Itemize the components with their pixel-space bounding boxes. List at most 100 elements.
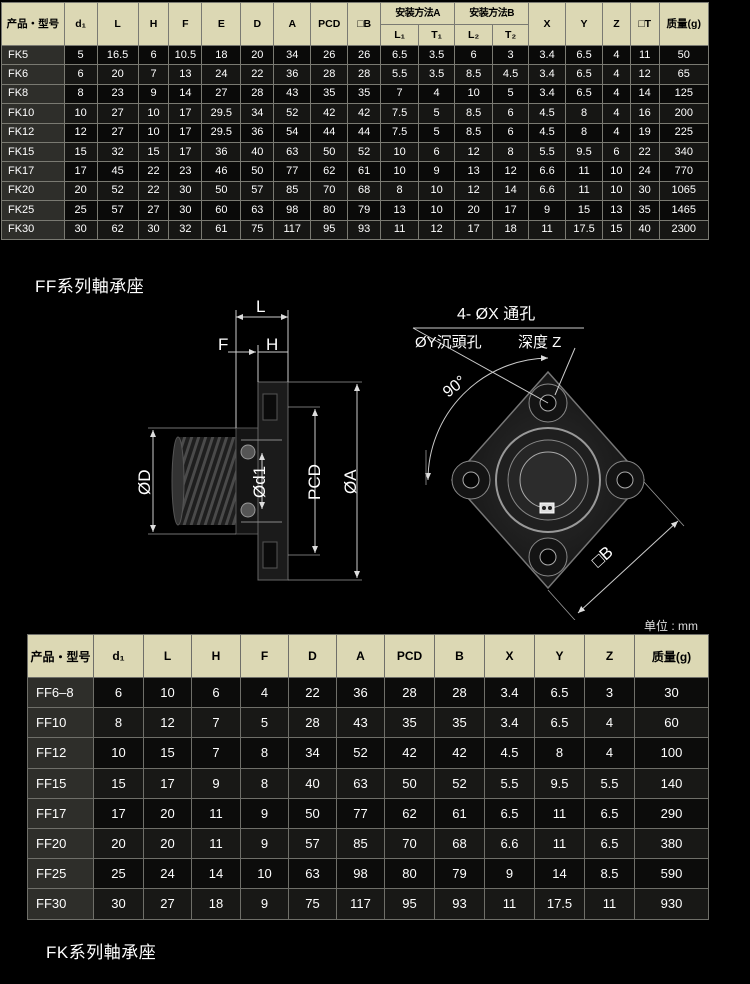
fk-value-cell: 22 <box>137 180 170 202</box>
ff-value-cell: 12 <box>143 707 192 739</box>
fk-value-cell: 10 <box>380 141 420 163</box>
ff-value-cell: 30 <box>93 888 144 920</box>
dim-label-l: L <box>256 297 265 316</box>
ff-value-cell: 17.5 <box>534 888 585 920</box>
ff-value-cell: 11 <box>191 797 241 829</box>
ff-value-cell: 8 <box>93 707 144 739</box>
fk-value-cell: 80 <box>310 200 349 221</box>
ff-header-cell: Y <box>534 634 585 678</box>
fk-value-cell: 52 <box>273 103 312 124</box>
ff-value-cell: 63 <box>288 858 337 890</box>
fk-value-cell: 125 <box>658 83 710 105</box>
fk-value-cell: 98 <box>273 200 312 221</box>
fk-value-cell: 8.5 <box>454 64 494 85</box>
ff-value-cell: 17 <box>143 767 192 799</box>
ff-model-cell: FF12 <box>27 737 94 769</box>
ff-value-cell: 95 <box>384 888 435 920</box>
fk-model-cell: FK6 <box>1 64 65 85</box>
fk-value-cell: 34 <box>273 44 312 66</box>
fk-value-cell: 20 <box>240 44 275 66</box>
fk-value-cell: 6.5 <box>565 44 604 66</box>
ff-value-cell: 9 <box>240 888 289 920</box>
ff-value-cell: 75 <box>288 888 337 920</box>
fk-value-cell: 1065 <box>658 180 710 202</box>
fk-value-cell: 3.4 <box>528 83 567 105</box>
fk-value-cell: 63 <box>240 200 275 221</box>
ff-model-cell: FF20 <box>27 827 94 860</box>
fk-value-cell: 20 <box>96 64 139 85</box>
ff-value-cell: 11 <box>534 827 585 860</box>
fk-value-cell: 8 <box>565 103 604 124</box>
fk-value-cell: 15 <box>565 200 604 221</box>
ff-value-cell: 6.6 <box>484 827 535 860</box>
fk-value-cell: 93 <box>347 219 382 240</box>
ff-header-cell: F <box>240 634 289 678</box>
ff-value-cell: 11 <box>484 888 535 920</box>
fk-header-z: Z <box>602 2 631 46</box>
shaft-end <box>171 436 185 526</box>
bearing-ball-top <box>240 444 256 460</box>
ff-header-cell: d₁ <box>93 634 144 678</box>
ff-value-cell: 17 <box>93 797 144 829</box>
fk-value-cell: 15 <box>602 219 631 240</box>
fk-value-cell: 5.5 <box>380 64 420 85</box>
fk-value-cell: 62 <box>310 161 349 182</box>
ff-value-cell: 3.4 <box>484 676 535 709</box>
fk-value-cell: 6.5 <box>380 44 420 66</box>
fk-model-cell: FK20 <box>1 180 65 202</box>
fk-value-cell: 12 <box>454 180 494 202</box>
fk-model-cell: FK12 <box>1 122 65 143</box>
fk-value-cell: 200 <box>658 103 710 124</box>
ff-header-cell: A <box>336 634 385 678</box>
fk-value-cell: 9 <box>528 200 567 221</box>
ff-header-cell: X <box>484 634 535 678</box>
ff-value-cell: 11 <box>191 827 241 860</box>
fk-header-t2: T₂ <box>492 24 530 46</box>
mount-bolt-top <box>262 393 278 421</box>
ff-value-cell: 140 <box>634 767 709 799</box>
fk-value-cell: 12 <box>418 219 456 240</box>
holes-label: 4- ØX 通孔 <box>457 305 535 323</box>
ff-value-cell: 57 <box>288 827 337 860</box>
fk-value-cell: 75 <box>240 219 275 240</box>
ff-value-cell: 68 <box>434 827 485 860</box>
fk-value-cell: 12 <box>63 122 98 143</box>
fk-value-cell: 10 <box>63 103 98 124</box>
fk-value-cell: 23 <box>96 83 139 105</box>
fk-value-cell: 32 <box>96 141 139 163</box>
fk-value-cell: 3.4 <box>528 44 567 66</box>
fk-value-cell: 35 <box>629 200 660 221</box>
fk-value-cell: 85 <box>273 180 312 202</box>
ff-value-cell: 290 <box>634 797 709 829</box>
ff-header-cell: L <box>143 634 192 678</box>
fk-value-cell: 16.5 <box>96 44 139 66</box>
fk-header-l: L <box>96 2 139 46</box>
fk-value-cell: 4.5 <box>528 122 567 143</box>
fk-value-cell: 32 <box>168 219 203 240</box>
ff-value-cell: 100 <box>634 737 709 769</box>
fk-value-cell: 7 <box>380 83 420 105</box>
ff-value-cell: 18 <box>191 888 241 920</box>
fk-header-a: A <box>273 2 312 46</box>
fk-value-cell: 12 <box>629 64 660 85</box>
ff-model-cell: FF25 <box>27 858 94 890</box>
ff-value-cell: 5.5 <box>584 767 635 799</box>
counterbore-label: ØY沉頭孔 <box>415 334 482 351</box>
fk-value-cell: 770 <box>658 161 710 182</box>
fk-header-l2: L₂ <box>454 24 494 46</box>
fk-value-cell: 27 <box>96 103 139 124</box>
ff-value-cell: 22 <box>288 676 337 709</box>
fk-value-cell: 10.5 <box>168 44 203 66</box>
fk-value-cell: 30 <box>629 180 660 202</box>
fk-value-cell: 6 <box>492 103 530 124</box>
fk-header-y: Y <box>565 2 604 46</box>
ff-value-cell: 77 <box>336 797 385 829</box>
fk-value-cell: 24 <box>201 64 242 85</box>
ff-value-cell: 60 <box>634 707 709 739</box>
ff-value-cell: 28 <box>384 676 435 709</box>
